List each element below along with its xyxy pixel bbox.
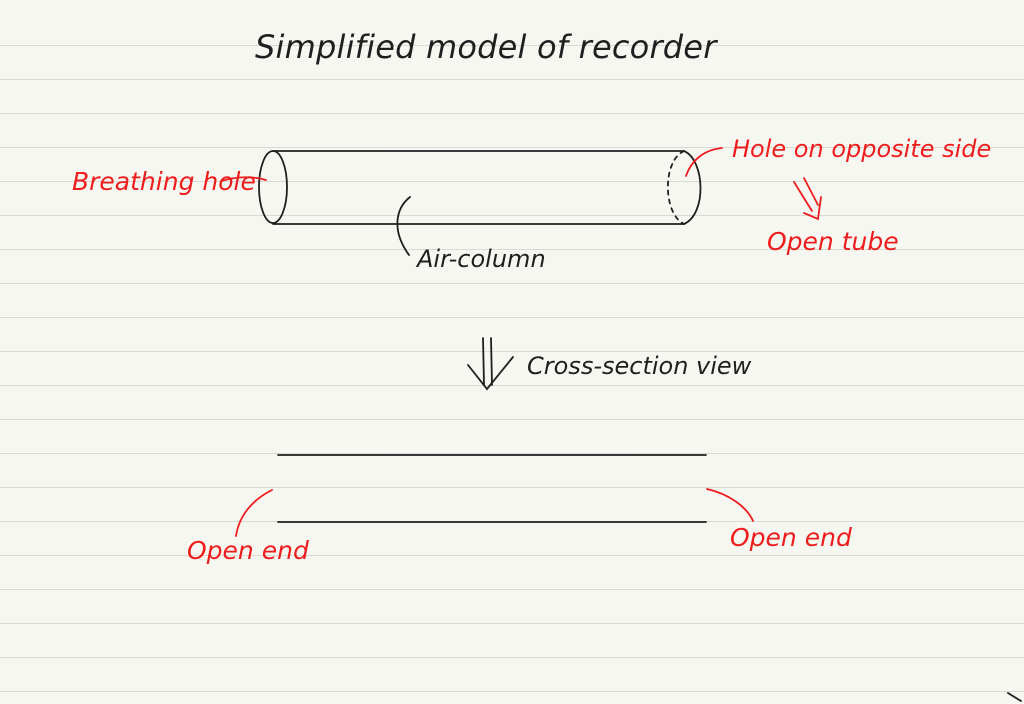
open-tube-arrow-line-b	[803, 177, 819, 206]
tube-right-end-back	[667, 150, 685, 225]
breathing-hole-leader	[220, 176, 267, 182]
tube-right-end-front	[683, 150, 702, 225]
cross-section-arrow-line-a	[482, 337, 485, 386]
open-tube-arrow	[793, 177, 822, 221]
cross-section-arrow-head	[467, 356, 514, 391]
tube-3d	[258, 150, 702, 225]
open-tube-label: Open tube	[767, 227, 899, 256]
open-tube-arrow-line-a	[793, 181, 813, 212]
cross-section-arrow	[467, 337, 514, 391]
air-column-label: Air-column	[415, 245, 546, 273]
open-end-left-leader	[235, 489, 273, 537]
air-column-leader	[396, 196, 411, 256]
cross-section-arrow-line-b	[490, 337, 493, 386]
breathing-hole-label: Breathing hole	[72, 167, 256, 196]
diagram-title: Simplified model of recorder	[255, 28, 718, 66]
open-tube-arrow-head	[803, 196, 822, 221]
open-end-right-label: Open end	[730, 523, 852, 552]
cross-section-label: Cross-section view	[527, 352, 752, 380]
tube-left-end	[258, 150, 288, 224]
corner-mark	[1007, 692, 1022, 702]
open-end-left-label: Open end	[187, 536, 309, 565]
hole-opposite-label: Hole on opposite side	[732, 135, 991, 163]
hole-opposite-leader	[685, 147, 723, 177]
open-end-right-leader	[706, 488, 754, 522]
